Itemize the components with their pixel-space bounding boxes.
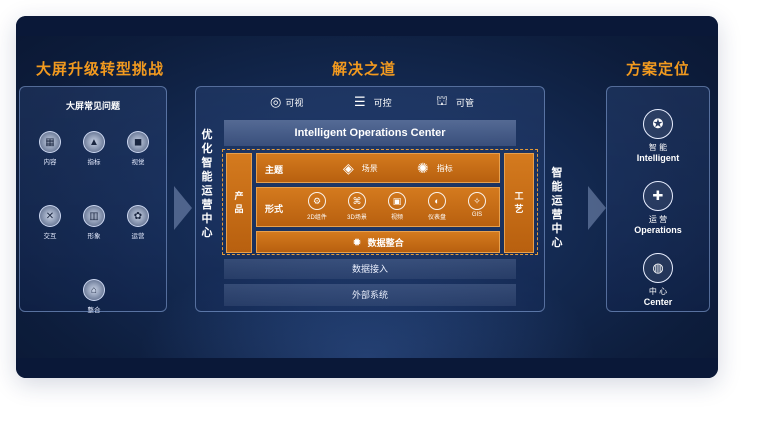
challenge-item-visual: ◼ 视觉: [116, 131, 160, 166]
form-item-label: 视频: [390, 215, 403, 221]
floor-glow: [136, 238, 598, 358]
feature-label: 可管: [455, 97, 474, 108]
gis-icon: ✧: [468, 192, 486, 210]
form-label: 形式: [265, 204, 284, 214]
ioc-title-bar: Intelligent Operations Center: [224, 120, 516, 146]
network-icon: ⌂: [83, 279, 105, 301]
building-icon: ▥: [83, 205, 105, 227]
positioning-item-center: ◍ 中 心 Center: [607, 253, 709, 307]
vertical-text: 优化智能运营中心: [201, 129, 213, 239]
form-item-gis: ✧ GIS: [459, 192, 495, 218]
lightbulb-icon: ✺: [417, 160, 429, 176]
challenges-panel-title: 大屏常见问题: [65, 101, 120, 111]
video-icon: ▣: [388, 192, 406, 210]
positioning-panel: ✪ 智 能 Intelligent ✚ 运 营 Operations ◍ 中 心…: [606, 86, 710, 312]
bottom-stripe: [16, 358, 718, 378]
feature-label: 可控: [373, 97, 392, 108]
challenges-panel: 大屏常见问题 ▦ 内容 ▲ 指标 ◼ 视觉 ✕ 交互 ▥ 形象 ✿ 运营 ⌂ 整…: [19, 86, 167, 314]
form-item-video: ▣ 视频: [379, 192, 415, 221]
bank-icon: ⛫: [436, 93, 448, 108]
core-dashed-frame: [222, 149, 538, 255]
challenge-label: 交互: [43, 233, 57, 240]
challenge-item-integration: ⌂ 整合: [72, 279, 116, 314]
external-systems-bar: 外部系统: [224, 284, 516, 306]
content-icon: ▦: [39, 131, 61, 153]
challenge-item-image: ▥ 形象: [72, 205, 116, 240]
positioning-en-label: Operations: [634, 225, 682, 235]
integration-label: 数据整合: [367, 237, 404, 248]
theme-item-metric: ✺ 指标: [417, 160, 453, 177]
positioning-cn-label: 中 心: [648, 287, 668, 296]
theme-item-label: 场景: [361, 164, 378, 173]
top-stripe: [16, 16, 718, 36]
interaction-icon: ✕: [39, 205, 61, 227]
positioning-cn-label: 运 营: [648, 215, 668, 224]
positioning-en-label: Center: [643, 297, 673, 307]
layers-icon: ◈: [343, 160, 354, 176]
data-access-bar: 数据接入: [224, 259, 516, 279]
form-item-3d: ⌘ 3D场景: [339, 192, 375, 221]
feature-label: 可视: [285, 97, 304, 108]
globe-icon: ◍: [643, 253, 673, 283]
challenge-label: 内容: [43, 159, 57, 166]
positioning-en-label: Intelligent: [636, 153, 680, 163]
feature-visible: ◎ 可视: [270, 94, 306, 110]
integration-icon: ✹: [352, 236, 362, 249]
optimize-ioc-vertical-label: 优化智能运营中心: [201, 128, 213, 240]
challenge-label: 视觉: [131, 159, 145, 166]
form-item-label: GIS: [471, 212, 483, 218]
integration-row: ✹ 数据整合: [256, 231, 500, 253]
eye-search-icon: ◎: [270, 94, 282, 109]
form-row: 形式 ⚙ 2D组件 ⌘ 3D场景 ▣ 视频 ◐ 仪表盘 ✧ GIS: [256, 187, 500, 227]
solution-diagram-card: 大屏升级转型挑战 解决之道 方案定位 大屏常见问题 ▦ 内容 ▲ 指标 ◼ 视觉…: [16, 16, 718, 378]
challenge-item-metric: ▲ 指标: [72, 131, 116, 166]
theme-label: 主题: [265, 165, 284, 175]
challenge-item-operation: ✿ 运营: [116, 205, 160, 240]
2d-icon: ⚙: [308, 192, 326, 210]
brain-icon: ✪: [643, 109, 673, 139]
product-column: 产品: [226, 153, 252, 253]
theme-item-label: 指标: [436, 164, 453, 173]
mountain-icon: ▲: [83, 131, 105, 153]
puzzle-icon: ✚: [643, 181, 673, 211]
ioc-vertical-label: 智能运营中心: [551, 166, 563, 250]
challenge-label: 指标: [87, 159, 101, 166]
product-label: 产品: [234, 191, 244, 214]
challenge-item-content: ▦ 内容: [28, 131, 72, 166]
theme-row: 主题 ◈ 场景 ✺ 指标: [256, 153, 500, 183]
3d-icon: ⌘: [348, 192, 366, 210]
car-icon: ◼: [127, 131, 149, 153]
positioning-item-intelligent: ✪ 智 能 Intelligent: [607, 109, 709, 163]
middle-column-title: 解决之道: [331, 61, 396, 78]
form-item-label: 2D组件: [307, 215, 327, 221]
control-icon: ☰: [354, 94, 366, 109]
vertical-text: 智能运营中心: [551, 167, 563, 249]
feature-controllable: ☰ 可控: [354, 94, 414, 110]
gear-people-icon: ✿: [127, 205, 149, 227]
left-column-title: 大屏升级转型挑战: [35, 61, 164, 78]
challenge-label: 形象: [87, 233, 101, 240]
dashboard-icon: ◐: [428, 192, 446, 210]
challenge-label: 运营: [131, 233, 145, 240]
form-item-2d: ⚙ 2D组件: [299, 192, 335, 221]
craft-column: 工艺: [504, 153, 534, 253]
form-item-label: 仪表盘: [427, 215, 446, 221]
challenge-item-interaction: ✕ 交互: [28, 205, 72, 240]
theme-item-scene: ◈ 场景: [343, 160, 378, 177]
right-column-title: 方案定位: [625, 61, 690, 78]
positioning-item-operations: ✚ 运 营 Operations: [607, 181, 709, 235]
positioning-cn-label: 智 能: [648, 143, 668, 152]
form-item-dashboard: ◐ 仪表盘: [419, 192, 455, 221]
feature-manageable: ⛫ 可管: [436, 93, 496, 110]
arrow-right-2: [588, 186, 606, 230]
form-item-label: 3D场景: [347, 215, 367, 221]
craft-label: 工艺: [514, 191, 524, 214]
arrow-right-1: [174, 186, 192, 230]
challenge-label: 整合: [87, 307, 101, 314]
